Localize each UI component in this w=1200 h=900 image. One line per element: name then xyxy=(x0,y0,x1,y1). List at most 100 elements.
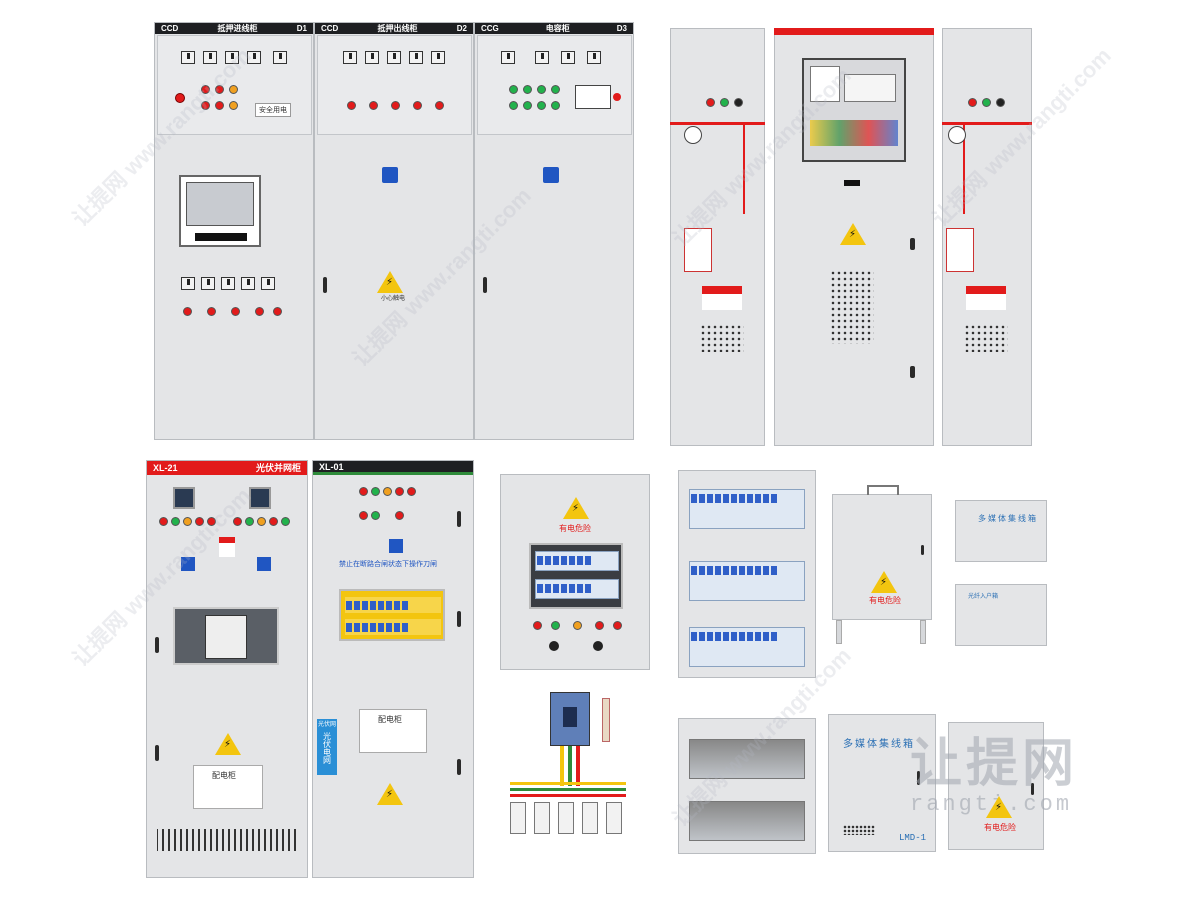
selector-switch-icon[interactable] xyxy=(365,51,379,64)
door-handle-icon[interactable] xyxy=(457,759,461,775)
breaker-row xyxy=(689,489,805,529)
cabinet-header: XL-01 xyxy=(313,461,473,475)
lock-icon[interactable] xyxy=(382,167,398,183)
selector-switch-icon[interactable] xyxy=(431,51,445,64)
lock-icon[interactable] xyxy=(181,557,195,571)
lock-icon[interactable] xyxy=(389,539,403,553)
door-handle-icon[interactable] xyxy=(910,366,915,378)
door-handle-icon[interactable] xyxy=(155,637,159,653)
indicator-lamp-icon xyxy=(435,101,444,110)
warning-triangle-icon xyxy=(986,796,1012,818)
emergency-button-icon[interactable] xyxy=(175,93,185,103)
multimedia-box: 多媒体集线箱 LMD-1 xyxy=(828,714,936,852)
circuit-breaker-icon xyxy=(606,802,622,834)
selector-switch-icon[interactable] xyxy=(549,641,559,651)
indicator-lamp-icon xyxy=(229,101,238,110)
indicator-lamp-icon xyxy=(551,621,560,630)
selector-switch-icon[interactable] xyxy=(221,277,235,290)
indicator-lamp-icon xyxy=(573,621,582,630)
door-handle-icon[interactable] xyxy=(457,511,461,527)
danger-live-label: 有电危险 xyxy=(559,524,591,533)
gauge-icon xyxy=(948,126,966,144)
warning-triangle-icon xyxy=(377,783,403,805)
indicator-lamp-icon xyxy=(734,98,743,107)
cabinet-code: CCD xyxy=(321,24,339,33)
meter-display xyxy=(179,175,261,247)
selector-switch-icon[interactable] xyxy=(181,277,195,290)
door-handle-icon[interactable] xyxy=(323,277,327,293)
indicator-lamp-icon xyxy=(233,517,242,526)
selector-switch-icon[interactable] xyxy=(409,51,423,64)
selector-switch-icon[interactable] xyxy=(593,641,603,651)
selector-switch-icon[interactable] xyxy=(247,51,261,64)
danger-box xyxy=(948,722,1044,850)
selector-switch-icon[interactable] xyxy=(225,51,239,64)
selector-switch-icon[interactable] xyxy=(181,51,195,64)
indicator-lamp-icon xyxy=(281,517,290,526)
vent-grille-icon xyxy=(843,825,875,835)
breaker-cover xyxy=(689,739,805,779)
selector-switch-icon[interactable] xyxy=(201,277,215,290)
selector-switch-icon[interactable] xyxy=(343,51,357,64)
indicator-lamp-icon xyxy=(229,85,238,94)
indicator-lamp-icon xyxy=(407,487,416,496)
door-handle-icon[interactable] xyxy=(457,611,461,627)
cabinet-leg xyxy=(920,620,926,644)
indicator-lamp-icon xyxy=(395,487,404,496)
selector-switch-icon[interactable] xyxy=(501,51,515,64)
indicator-lamp-icon xyxy=(245,517,254,526)
fiber-box-small: 光纤入户箱 xyxy=(955,584,1047,646)
label-plate xyxy=(946,228,974,272)
label-plate xyxy=(702,286,742,310)
cabinet-group-top-left: CCD 抵押进线柜 D1 安全用电 CC xyxy=(154,22,634,440)
indicator-lamp-icon xyxy=(255,307,264,316)
breaker-row xyxy=(689,627,805,667)
indicator-lamp-icon xyxy=(371,487,380,496)
door-handle-icon[interactable] xyxy=(155,745,159,761)
emergency-button-icon[interactable] xyxy=(219,537,235,557)
distribution-plate: 配电柜 xyxy=(193,765,263,809)
wiring-bundle xyxy=(810,120,898,146)
selector-switch-icon[interactable] xyxy=(587,51,601,64)
indicator-lamp-icon xyxy=(509,101,518,110)
breaker-box-tall xyxy=(678,470,816,678)
circuit-breaker-icon xyxy=(810,66,840,102)
indicator-lamp-icon xyxy=(720,98,729,107)
indicator-lamp-icon xyxy=(215,101,224,110)
carry-handle-icon[interactable] xyxy=(867,485,899,495)
cabinet-code: CCD xyxy=(161,24,179,33)
emergency-button-icon[interactable] xyxy=(613,93,621,101)
vent-grille-icon xyxy=(700,324,744,352)
selector-switch-icon[interactable] xyxy=(203,51,217,64)
watermark-logo: 让提网 rangti.com xyxy=(910,736,1110,836)
cabinet-id: D1 xyxy=(296,24,307,33)
indicator-lamp-icon xyxy=(273,307,282,316)
selector-switch-icon[interactable] xyxy=(535,51,549,64)
door-handle-icon[interactable] xyxy=(1031,783,1034,795)
door-handle-icon[interactable] xyxy=(483,277,487,293)
indicator-lamp-icon xyxy=(269,517,278,526)
indicator-lamp-icon xyxy=(537,85,546,94)
door-handle-icon[interactable] xyxy=(921,545,924,555)
breaker-window xyxy=(802,58,906,162)
selector-switch-icon[interactable] xyxy=(261,277,275,290)
indicator-lamp-icon xyxy=(968,98,977,107)
selector-switch-icon[interactable] xyxy=(561,51,575,64)
indicator-lamp-icon xyxy=(369,101,378,110)
indicator-lamp-icon xyxy=(201,85,210,94)
circuit-breaker-icon xyxy=(558,802,574,834)
selector-switch-icon[interactable] xyxy=(387,51,401,64)
indicator-lamp-icon xyxy=(551,101,560,110)
door-handle-icon[interactable] xyxy=(910,238,915,250)
vent-grille-icon xyxy=(964,324,1008,352)
indicator-lamp-icon xyxy=(371,511,380,520)
lock-icon[interactable] xyxy=(543,167,559,183)
media-box-small: 多媒体集线箱 xyxy=(955,500,1047,562)
selector-switch-icon[interactable] xyxy=(273,51,287,64)
selector-switch-icon[interactable] xyxy=(241,277,255,290)
indicator-lamp-icon xyxy=(215,85,224,94)
lock-icon[interactable] xyxy=(257,557,271,571)
door-handle-icon[interactable] xyxy=(917,771,920,785)
label-plate xyxy=(684,228,712,272)
indicator-lamp-icon xyxy=(996,98,1005,107)
